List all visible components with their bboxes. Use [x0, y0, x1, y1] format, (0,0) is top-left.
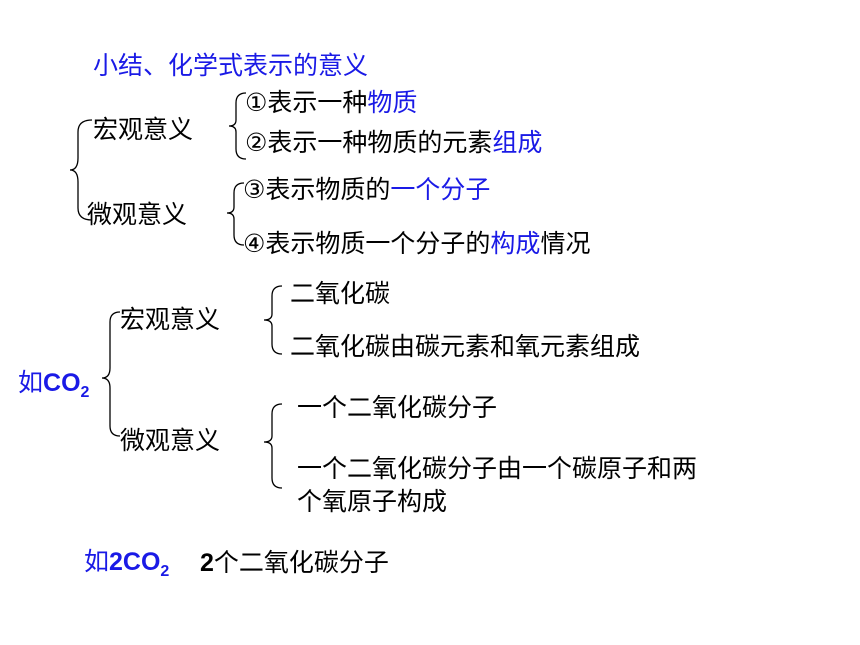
- co2-micro-item-1: 一个二氧化碳分子: [297, 393, 498, 422]
- co2-micro-item-2: 一个二氧化碳分子由一个碳原子和两: [297, 454, 698, 483]
- brace-micro-items: [226, 182, 245, 246]
- co2-micro-item-2-cont: 个氧原子构成: [297, 487, 448, 516]
- meaning-item-4: ④表示物质一个分子的构成情况: [243, 229, 591, 258]
- brace-co2: [101, 311, 121, 437]
- brace-co2-macro: [263, 285, 283, 355]
- co2-macro-item-1: 二氧化碳: [290, 279, 391, 308]
- meaning-item-3: ③表示物质的一个分子: [243, 175, 491, 204]
- micro-meaning-label: 微观意义: [87, 200, 188, 229]
- page-title: 小结、化学式表示的意义: [93, 51, 369, 80]
- co2-macro-label: 宏观意义: [120, 305, 221, 334]
- meaning-item-1: ①表示一种物质: [245, 88, 418, 117]
- brace-macro-items: [228, 92, 247, 160]
- co2-example-label: 如CO2: [18, 368, 90, 401]
- two-co2-example-label: 如2CO2: [84, 547, 170, 580]
- brace-general: [69, 119, 93, 221]
- brace-co2-micro: [263, 403, 283, 489]
- meaning-item-2: ②表示一种物质的元素组成: [245, 128, 543, 157]
- co2-micro-label: 微观意义: [120, 426, 221, 455]
- co2-macro-item-2: 二氧化碳由碳元素和氧元素组成: [290, 332, 641, 361]
- macro-meaning-label: 宏观意义: [93, 115, 194, 144]
- two-co2-meaning: 2个二氧化碳分子: [200, 548, 389, 577]
